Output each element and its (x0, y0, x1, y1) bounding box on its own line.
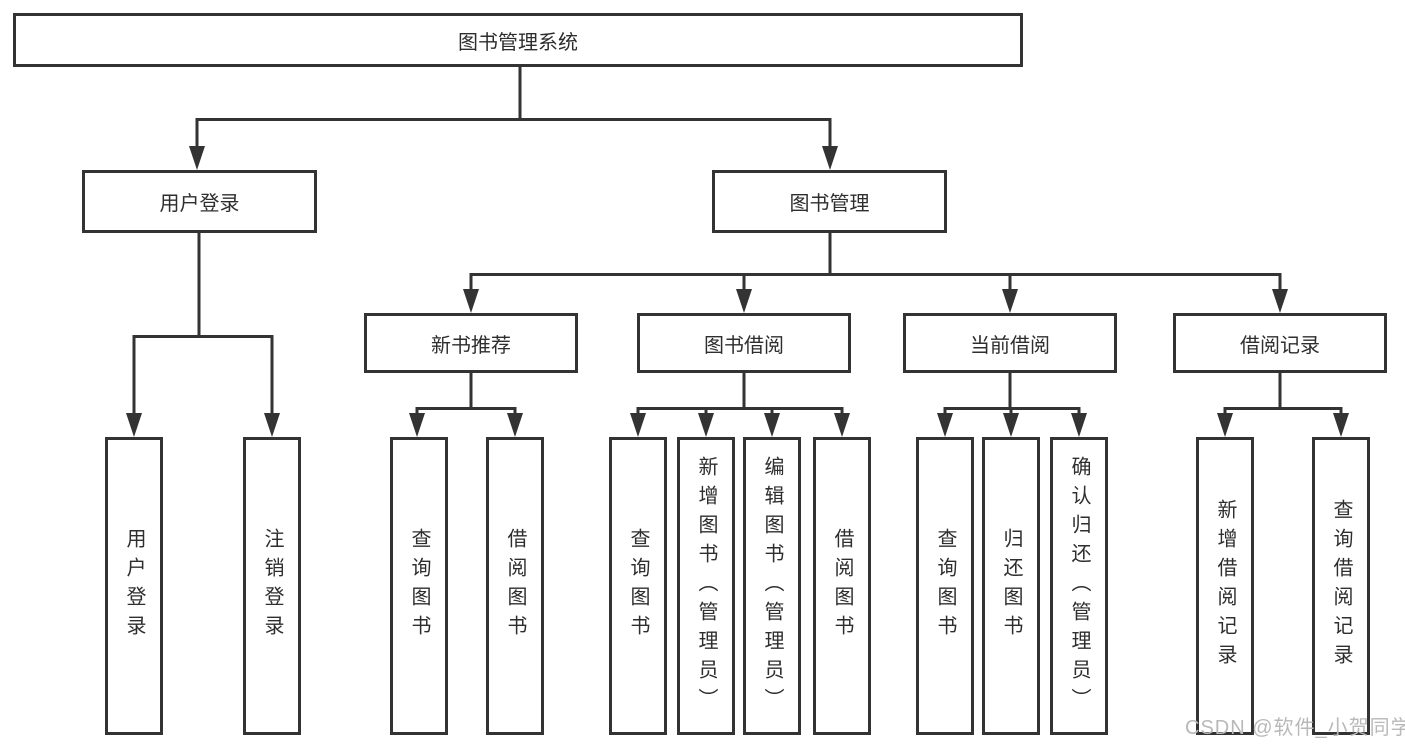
leaf-label: 新增图书（管理员） (695, 455, 717, 717)
node-borrow-records: 借阅记录 (1173, 313, 1387, 373)
node-return-books: 归还图书 (982, 437, 1040, 735)
leaf-label: 查询借阅记录 (1330, 499, 1352, 673)
node-add-borrow-record: 新增借阅记录 (1196, 437, 1254, 735)
leaf-label: 新增借阅记录 (1214, 499, 1236, 673)
leaf-label: 借阅图书 (504, 528, 526, 644)
node-query-books-borrow: 查询图书 (609, 437, 667, 735)
node-confirm-return-admin: 确认归还（管理员） (1050, 437, 1108, 735)
node-borrow-books-leaf: 借阅图书 (813, 437, 871, 735)
node-query-borrow-record: 查询借阅记录 (1312, 437, 1370, 735)
node-user-login: 用户登录 (82, 170, 317, 233)
node-book-management: 图书管理 (712, 170, 947, 233)
leaf-label: 注销登录 (261, 528, 283, 644)
node-query-books-current: 查询图书 (916, 437, 974, 735)
node-root: 图书管理系统 (13, 13, 1023, 67)
watermark-text: CSDN @软件_小贺同学 (1185, 717, 1405, 739)
leaf-label: 用户登录 (123, 528, 145, 644)
leaf-label: 查询图书 (627, 528, 649, 644)
leaf-label: 查询图书 (934, 528, 956, 644)
leaf-label: 确认归还（管理员） (1068, 455, 1090, 717)
node-query-books-recommend: 查询图书 (390, 437, 448, 735)
node-edit-books-admin: 编辑图书（管理员） (743, 437, 801, 735)
node-borrow-books-recommend: 借阅图书 (486, 437, 544, 735)
leaf-label: 编辑图书（管理员） (761, 455, 783, 717)
node-new-book-recommend: 新书推荐 (364, 313, 578, 373)
node-add-books-admin: 新增图书（管理员） (677, 437, 735, 735)
leaf-label: 归还图书 (1000, 528, 1022, 644)
node-book-borrow: 图书借阅 (637, 313, 851, 373)
node-logout: 注销登录 (243, 437, 301, 735)
leaf-label: 查询图书 (408, 528, 430, 644)
leaf-label: 借阅图书 (831, 528, 853, 644)
node-current-borrow: 当前借阅 (903, 313, 1117, 373)
node-user-login-leaf: 用户登录 (105, 437, 163, 735)
